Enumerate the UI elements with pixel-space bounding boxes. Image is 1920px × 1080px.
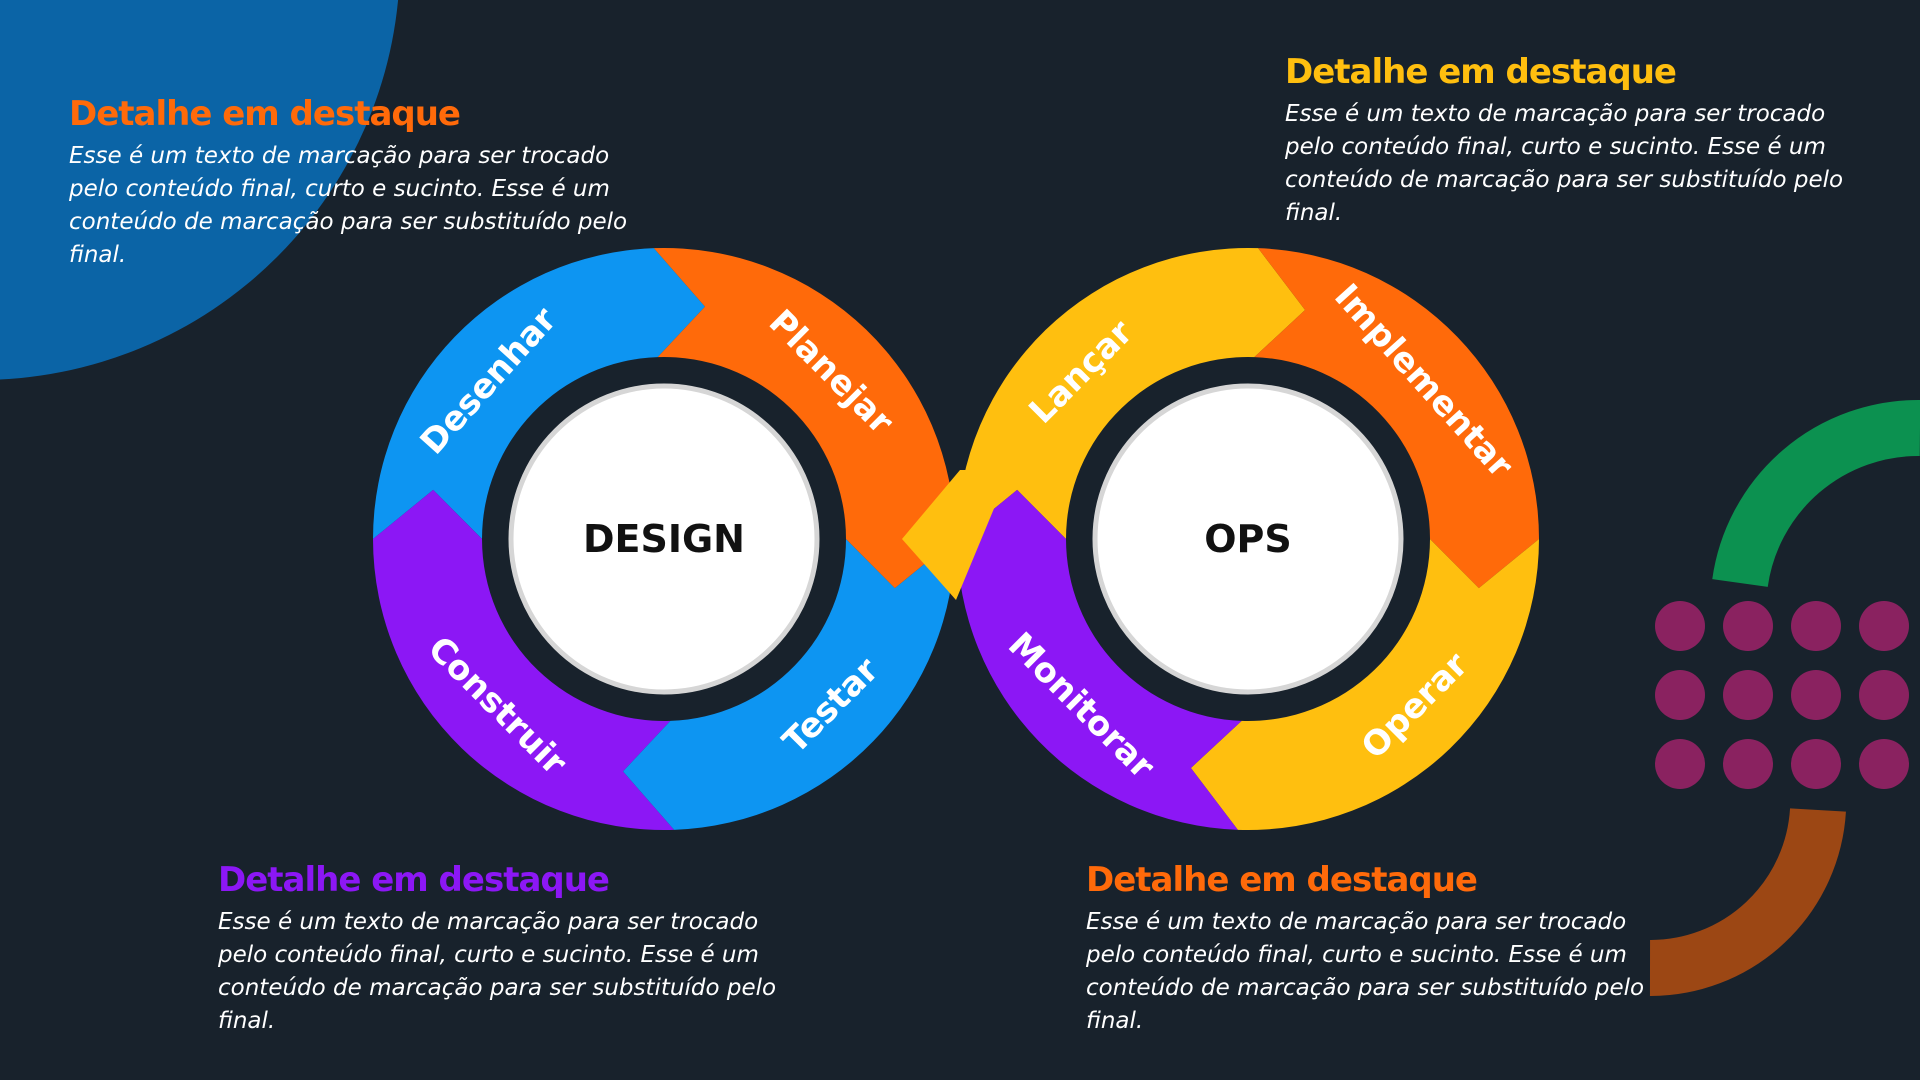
decor-dot: [1859, 601, 1909, 651]
decor-dot: [1859, 739, 1909, 789]
crossing-band: [902, 470, 1010, 600]
segment-planejar: [653, 248, 955, 589]
design-hub-label: DESIGN: [583, 517, 745, 561]
detail-body: Esse é um texto de marcação para ser tro…: [1285, 101, 1844, 226]
segment-lancar: [957, 247, 1306, 539]
decor-dot: [1791, 670, 1841, 720]
decor-dot: [1655, 670, 1705, 720]
detail-heading: Detalhe em destaque: [1285, 52, 1677, 92]
decor-dot: [1723, 670, 1773, 720]
detail-block-bottom-right: Detalhe em destaque Esse é um texto de m…: [1086, 860, 1686, 1038]
detail-block-top-left: Detalhe em destaque Esse é um texto de m…: [69, 94, 669, 272]
segment-monitorar: [957, 489, 1242, 830]
segment-construir: [373, 489, 675, 830]
detail-body: Esse é um texto de marcação para ser tro…: [1086, 909, 1645, 1034]
segment-implementar: [1254, 248, 1539, 589]
segment-desenhar: [373, 248, 705, 539]
detail-block-bottom-left: Detalhe em destaque Esse é um texto de m…: [218, 860, 818, 1038]
detail-body: Esse é um texto de marcação para ser tro…: [69, 143, 628, 268]
corner-blob-shape: [0, 0, 398, 380]
decor-dot: [1859, 670, 1909, 720]
detail-heading: Detalhe em destaque: [218, 860, 610, 900]
detail-body: Esse é um texto de marcação para ser tro…: [218, 909, 777, 1034]
brown-arc-shape: [1649, 807, 1846, 997]
green-arc-shape: [1712, 399, 1920, 588]
detail-heading: Detalhe em destaque: [69, 94, 461, 134]
detail-block-top-right: Detalhe em destaque Esse é um texto de m…: [1285, 52, 1885, 230]
detail-heading: Detalhe em destaque: [1086, 860, 1478, 900]
infinity-diagram: [373, 247, 1539, 831]
ops-hub-label: OPS: [1204, 517, 1292, 561]
segment-operar: [1190, 539, 1539, 831]
ops-hub-circle: [1092, 383, 1404, 695]
segment-testar: [623, 539, 955, 830]
decor-dot: [1655, 739, 1705, 789]
decor-dot: [1723, 601, 1773, 651]
dot-grid: [1655, 601, 1909, 789]
decor-dot: [1655, 601, 1705, 651]
decor-dot: [1791, 601, 1841, 651]
design-hub-circle: [508, 383, 820, 695]
decor-dot: [1723, 739, 1773, 789]
decor-dot: [1791, 739, 1841, 789]
